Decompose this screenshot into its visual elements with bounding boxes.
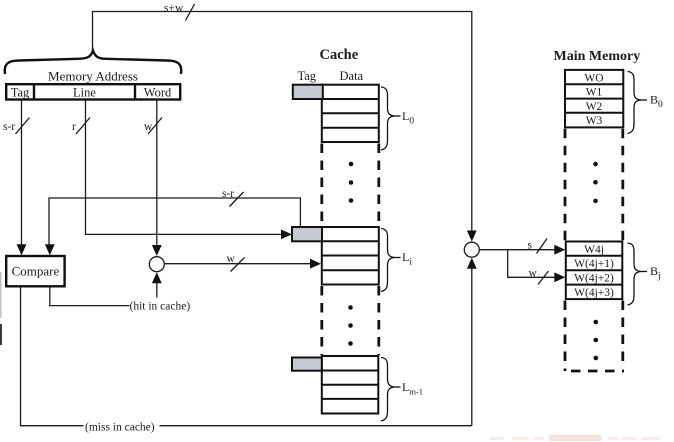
svg-text:Data: Data [340,69,364,83]
svg-text:Compare: Compare [12,264,60,279]
svg-text:Main Memory: Main Memory [554,49,641,64]
svg-text:(hit in cache): (hit in cache) [130,301,191,313]
svg-text:W(4j+3): W(4j+3) [574,287,614,299]
svg-text:W4j: W4j [584,244,604,256]
svg-text:r: r [72,121,76,133]
svg-text:W1: W1 [586,87,603,99]
svg-text:Memory Address: Memory Address [48,69,138,84]
svg-text:W2: W2 [586,101,603,113]
svg-text:WO: WO [584,72,603,84]
svg-text:Tag: Tag [298,69,317,83]
svg-text:w: w [227,253,236,265]
svg-text:w: w [144,121,153,133]
svg-text:Line: Line [73,85,96,99]
svg-text:Li: Li [402,250,412,268]
svg-text:(miss in cache): (miss in cache) [85,422,155,434]
svg-text:W(4j+2): W(4j+2) [574,273,614,285]
svg-text:W3: W3 [586,115,603,127]
svg-text:Tag: Tag [11,85,30,99]
svg-text:s-r: s-r [3,121,15,133]
svg-text:s+w: s+w [164,3,184,15]
svg-text:s-r: s-r [222,188,234,200]
svg-text:Cache: Cache [320,47,359,63]
svg-text:s: s [528,240,533,252]
svg-text:w: w [529,268,538,280]
svg-text:Bj: Bj [650,264,661,282]
svg-text:Word: Word [144,85,172,99]
svg-text:W(4j+1): W(4j+1) [574,258,614,270]
